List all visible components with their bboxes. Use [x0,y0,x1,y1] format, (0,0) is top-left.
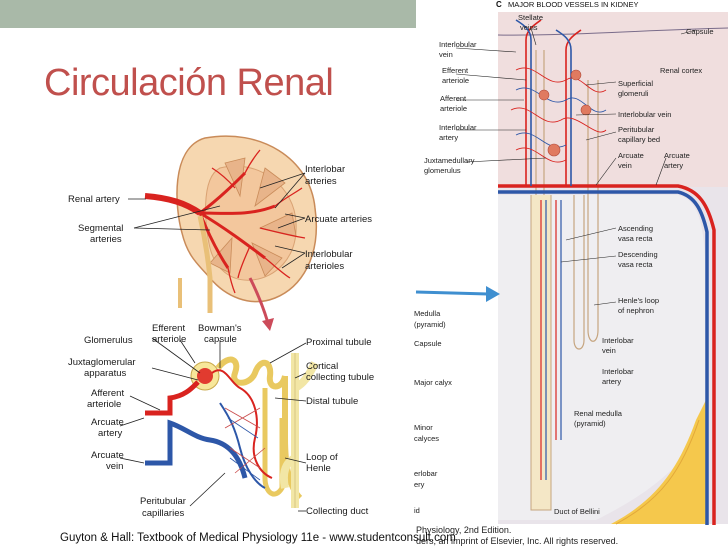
label-interlobular-2: arterioles [305,261,344,272]
label-interlobular-1: Interlobular [305,249,353,260]
label-arcuate-artery-1: Arcuate [91,417,124,428]
label-renal-artery: Renal artery [68,194,120,205]
label-peritubular-2: capillaries [142,508,184,519]
label-cortical-2: collecting tubule [306,372,374,383]
label-arcuate-vein-2: vein [106,461,123,472]
label-descending-1: Descending [618,250,658,259]
header-letter: C [496,0,502,9]
label-r-efferent-2: arteriole [442,76,469,85]
label-efferent-1: Efferent [152,323,185,334]
label-interlobar-2: arteries [305,176,337,187]
label-peritubular-2: capillary bed [618,135,660,144]
label-r-interlobular-artery-2: artery [439,133,458,142]
label-interlobar-1: Interlobar [305,164,345,175]
label-cortical-1: Cortical [306,361,338,372]
label-r-interlobular-vein-1: Interlobular [439,40,477,49]
label-arcuate-artery-2: artery [98,428,123,439]
label-henle-2: of nephron [618,306,654,315]
header-text: MAJOR BLOOD VESSELS IN KIDNEY [508,0,638,9]
label-r-afferent-1: Afferent [440,94,467,103]
footer-line-2: ders, an imprint of Elsevier, Inc. All r… [416,536,619,546]
label-descending-2: vasa recta [618,260,653,269]
label-loop-1: Loop of [306,452,338,463]
label-ascending-2: vasa recta [618,234,653,243]
label-segmental-2: arteries [90,234,122,245]
label-stellate-1: Stellate [518,13,543,22]
label-interlobar-vein-2: vein [602,346,616,355]
right-vessels-diagram: C MAJOR BLOOD VESSELS IN KIDNEY [414,0,728,525]
label-henle-1: Henle's loop [618,296,659,305]
label-bowman-1: Bowman's [198,323,242,334]
label-arcuate-vein-2: vein [618,161,632,170]
label-peritubular-1: Peritubular [140,496,186,507]
label-segmental-1: Segmental [78,223,123,234]
side-label-3: Capsule [414,339,442,348]
side-label-2: (pyramid) [414,320,446,329]
label-glomerulus: Glomerulus [84,335,133,346]
label-r-juxta-1: Juxtamedullary [424,156,475,165]
label-renal-cortex: Renal cortex [660,66,702,75]
label-capsule: Capsule [686,27,714,36]
label-r-afferent-2: arteriole [440,104,467,113]
side-label-7: erlobar [414,469,438,478]
side-label-8: ery [414,480,425,489]
title-accent-bar [0,0,416,28]
label-arcuate-arteries: Arcuate arteries [305,214,372,225]
pointer-arrow [415,290,489,296]
label-afferent-2: arteriole [87,399,121,410]
label-interlobar-artery-1: Interlobar [602,367,634,376]
label-r-interlobular-vein-2: vein [439,50,453,59]
arcuate-artery-vessel [498,184,716,525]
citation: Guyton & Hall: Textbook of Medical Physi… [60,532,456,544]
slide-title: Circulación Renal [44,62,334,104]
label-loop-2: Henle [306,463,331,474]
label-bellini: Duct of Bellini [554,507,600,516]
label-interlobar-vein-1: Interlobar [602,336,634,345]
label-r-interlobular-artery-1: Interlobular [439,123,477,132]
copyright-footer: Physiology, 2nd Edition. ders, an imprin… [416,525,618,547]
label-r-efferent-1: Efferent [442,66,469,75]
label-superficial-2: glomeruli [618,89,649,98]
label-stellate-2: veins [520,23,538,32]
label-interlobular-vein-r: Interlobular vein [618,110,671,119]
side-label-5: Minor [414,423,433,432]
label-peritubular-1: Peritubular [618,125,655,134]
label-superficial-1: Superficial [618,79,653,88]
label-juxta-2: apparatus [84,368,127,379]
label-medulla-1: Renal medulla [574,409,623,418]
side-label-4: Major calyx [414,378,452,387]
label-interlobar-artery-2: artery [602,377,621,386]
label-proximal: Proximal tubule [306,337,371,348]
label-ascending-1: Ascending [618,224,653,233]
label-r-juxta-2: glomerulus [424,166,461,175]
label-bowman-2: capsule [204,334,237,345]
label-arcuate-vein-1: Arcuate [91,450,124,461]
side-label-6: calyces [414,434,439,443]
side-label-1: Medulla [414,309,441,318]
side-label-9: id [414,506,420,515]
glomerulus-shape [197,368,213,384]
arcuate-vein-vessel [498,190,709,525]
footer-line-1: Physiology, 2nd Edition. [416,525,512,535]
left-kidney-diagram: Renal artery Segmental arteries Interlob… [68,135,374,519]
label-juxta-1: Juxtaglomerular [68,357,136,368]
label-afferent-1: Afferent [91,388,124,399]
label-efferent-2: arteriole [152,334,186,345]
label-collecting-duct: Collecting duct [306,506,369,517]
label-arcuate-vein-1: Arcuate [618,151,644,160]
label-medulla-2: (pyramid) [574,419,606,428]
label-distal: Distal tubule [306,396,358,407]
label-arcuate-artery-1: Arcuate [664,151,690,160]
label-arcuate-artery-2: artery [664,161,683,170]
